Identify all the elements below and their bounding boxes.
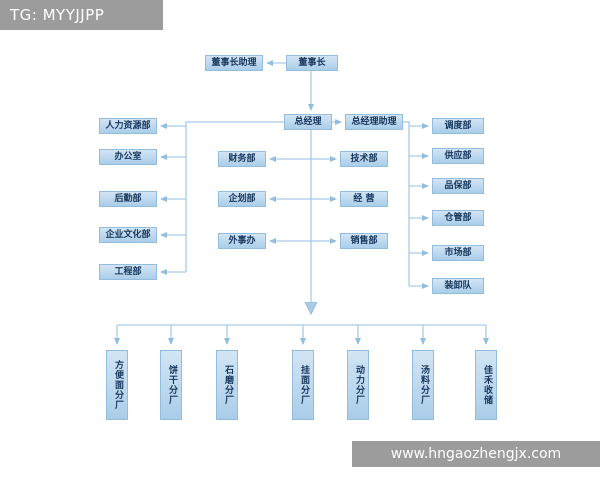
node-operations: 经 营 xyxy=(340,191,388,207)
node-factory-soup: 汤料分厂 xyxy=(412,350,434,420)
node-gm-assistant: 总经理助理 xyxy=(345,114,403,130)
watermark-top-left: TG: MYYJJPP xyxy=(0,0,163,30)
node-left-culture: 企业文化部 xyxy=(99,227,157,243)
node-factory-jiahe-storage: 佳禾收储 xyxy=(475,350,497,420)
node-right-marketing: 市场部 xyxy=(432,245,484,261)
node-right-dispatch: 调度部 xyxy=(432,118,484,134)
node-factory-biscuit: 饼干分厂 xyxy=(160,350,182,420)
node-general-manager: 总经理 xyxy=(284,114,332,130)
node-foreign-affairs: 外事办 xyxy=(218,233,266,249)
node-right-supply: 供应部 xyxy=(432,148,484,164)
node-right-loading: 装卸队 xyxy=(432,278,484,294)
node-factory-dried-noodle: 挂面分厂 xyxy=(292,350,314,420)
node-finance: 财务部 xyxy=(218,151,266,167)
node-left-office: 办公室 xyxy=(99,149,157,165)
watermark-bottom-right: www.hngaozhengjx.com xyxy=(352,441,600,467)
node-factory-stone-mill: 石磨分厂 xyxy=(216,350,238,420)
node-chairman: 董事长 xyxy=(286,55,338,71)
node-right-warehouse: 仓管部 xyxy=(432,210,484,226)
node-right-quality: 品保部 xyxy=(432,178,484,194)
node-planning: 企划部 xyxy=(218,191,266,207)
node-left-hr: 人力资源部 xyxy=(99,118,157,134)
node-chairman-assistant: 董事长助理 xyxy=(205,55,263,71)
node-sales: 销售部 xyxy=(340,233,388,249)
node-left-engineering: 工程部 xyxy=(99,264,157,280)
node-technology: 技术部 xyxy=(340,151,388,167)
node-factory-instant-noodle: 方便面分厂 xyxy=(106,350,128,420)
node-factory-power: 动力分厂 xyxy=(347,350,369,420)
node-left-logistics: 后勤部 xyxy=(99,191,157,207)
